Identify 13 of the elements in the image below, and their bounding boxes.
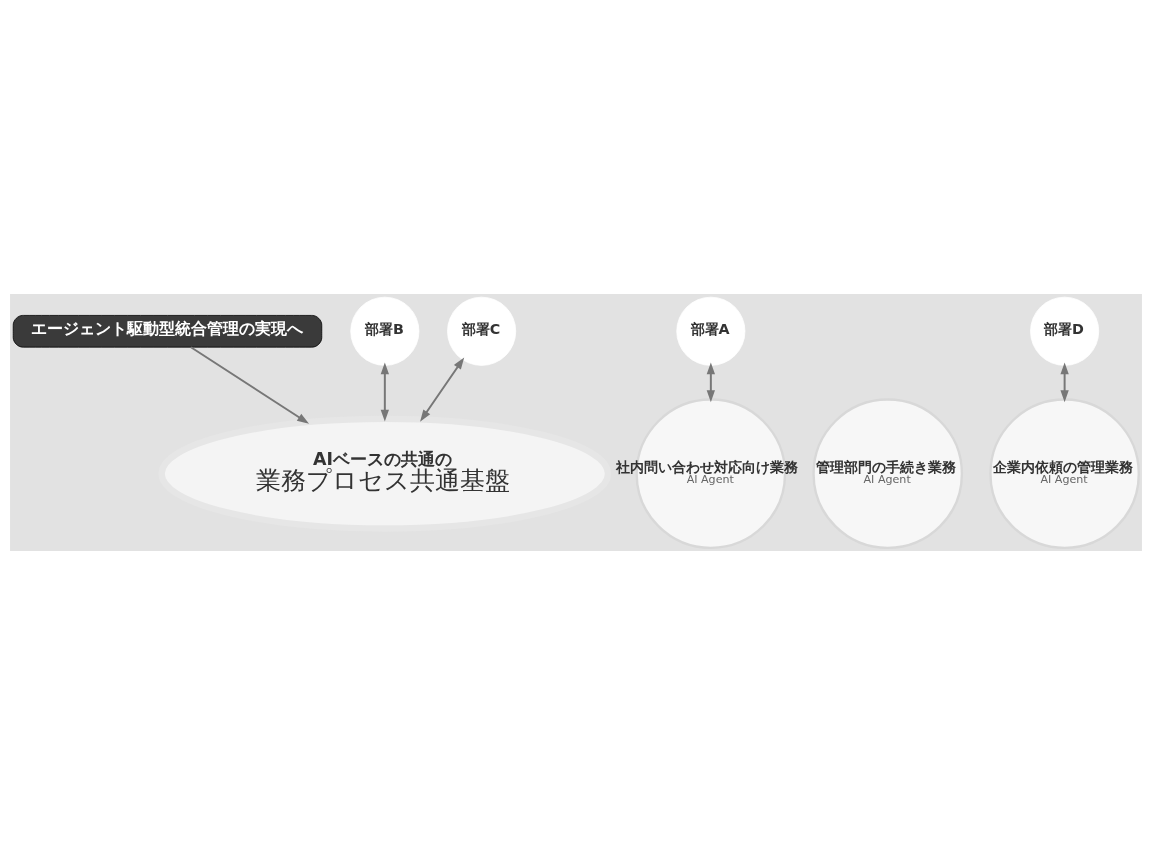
node-circle: 管理部門の手続き業務 AI Agent xyxy=(812,397,964,549)
arrow xyxy=(1060,361,1069,402)
arrow xyxy=(380,361,389,422)
node-circle: 部署B xyxy=(350,296,420,366)
node-label: 社内問い合わせ対応向け業務 xyxy=(616,458,799,475)
arrow xyxy=(189,345,310,424)
node-circle: 部署A xyxy=(676,296,746,366)
node-box: エージェント駆動型統合管理の実現へ xyxy=(12,314,323,348)
arrow xyxy=(420,356,465,422)
node-circle: 企業内依頼の管理業務 AI Agent xyxy=(989,397,1140,549)
node-circle: 部署C xyxy=(447,296,517,366)
node-circle: 部署D xyxy=(1030,296,1100,366)
arrow xyxy=(706,361,715,402)
